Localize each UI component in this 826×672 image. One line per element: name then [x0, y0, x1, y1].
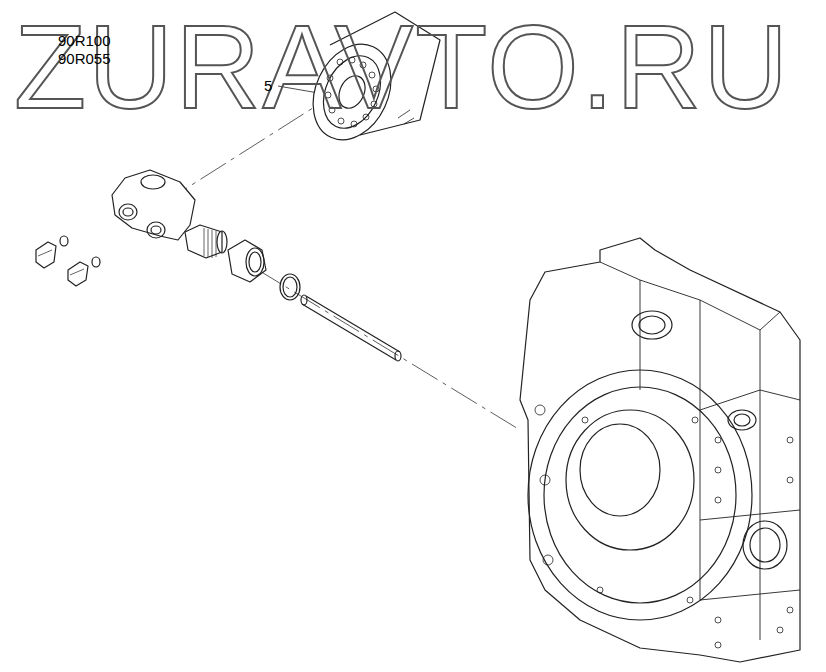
watermark: ZURAVTO.RU: [14, 8, 790, 126]
callout-number: 5: [264, 78, 272, 93]
model-number: 90R055: [58, 51, 111, 66]
model-number: 90R100: [58, 33, 111, 48]
